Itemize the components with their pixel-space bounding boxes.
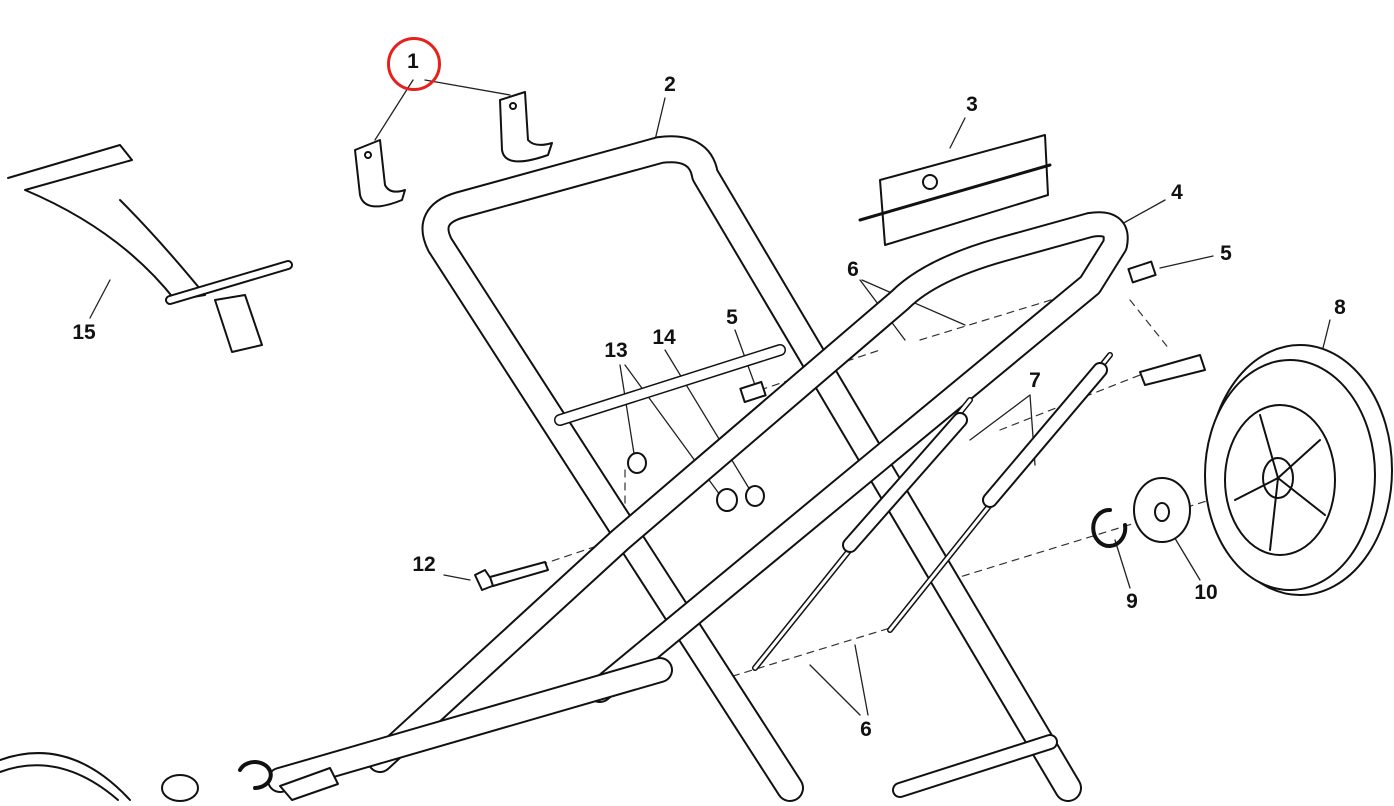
callout-1: 1 <box>407 50 419 73</box>
callout-9: 9 <box>1126 590 1138 613</box>
callout-5-right: 5 <box>1220 242 1232 265</box>
clip-part-9 <box>1091 507 1128 548</box>
pin-part-5 <box>739 380 767 404</box>
callout-2: 2 <box>664 73 676 96</box>
bolt-right <box>1139 354 1206 386</box>
callout-10: 10 <box>1194 581 1218 604</box>
wheel-bottom-left <box>0 752 339 802</box>
washer-part-10 <box>1133 477 1191 543</box>
washer-part-13 <box>627 452 647 474</box>
callout-4: 4 <box>1171 181 1183 204</box>
frame-part-4 <box>267 211 1129 793</box>
callout-13: 13 <box>604 339 628 362</box>
frame-part-2 <box>421 135 1082 802</box>
wheel-part-8 <box>1204 344 1393 596</box>
highlight-circle <box>387 37 441 91</box>
callout-7: 7 <box>1029 369 1041 392</box>
callout-15: 15 <box>72 321 96 344</box>
callout-12: 12 <box>412 553 436 576</box>
callout-6-bottom: 6 <box>860 718 872 741</box>
callout-8: 8 <box>1334 296 1346 319</box>
callout-5-center: 5 <box>726 306 738 329</box>
tray-part-15 <box>7 144 293 353</box>
hook-part-1 <box>354 91 553 208</box>
pin-part-5b <box>1127 260 1157 284</box>
bracket-part-3 <box>858 134 1052 246</box>
callout-14: 14 <box>652 326 676 349</box>
callout-6-top: 6 <box>847 258 859 281</box>
bolt-part-12 <box>474 561 549 591</box>
nut-part-14 <box>745 485 765 507</box>
callout-3: 3 <box>966 93 978 116</box>
gas-spring-part-7 <box>752 352 1113 671</box>
